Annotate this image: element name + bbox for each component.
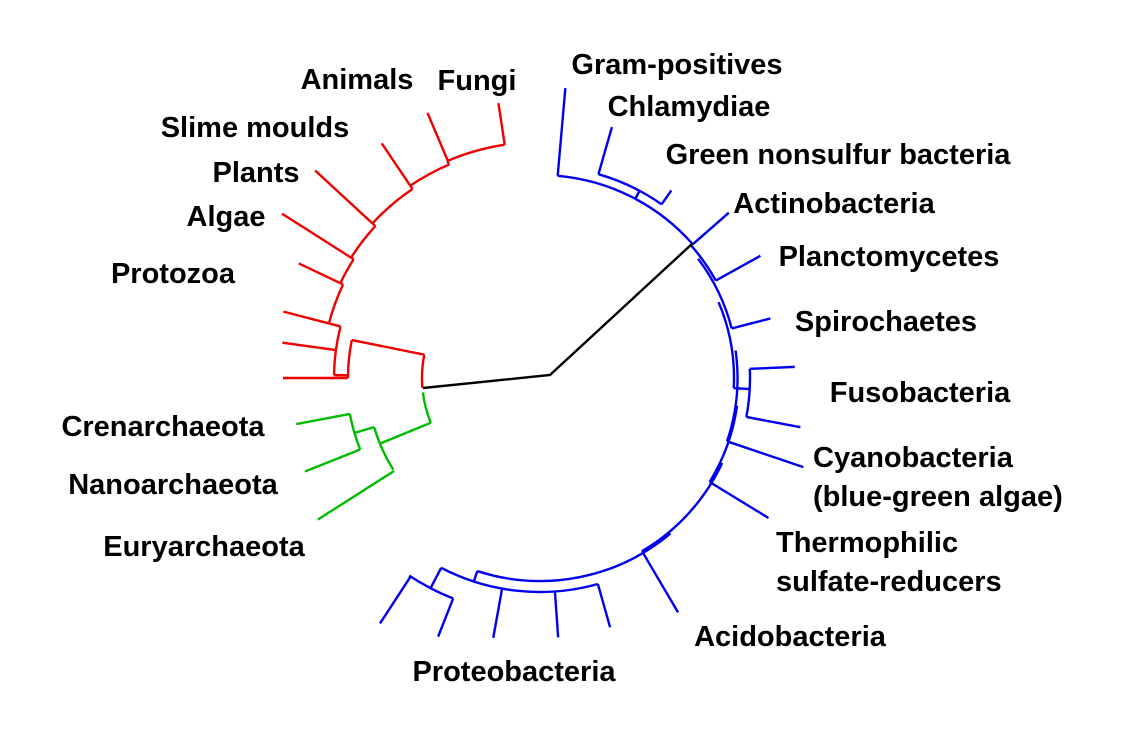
clade-archaea: [296, 392, 432, 521]
branch-line: [350, 256, 355, 261]
clade-arc: [717, 301, 736, 389]
branch-line: [746, 415, 801, 429]
branch-line: [556, 88, 567, 176]
clade-arc: [697, 258, 733, 329]
branch-line: [426, 112, 449, 162]
taxon-label-spirochaetes: Spirochaetes: [795, 306, 977, 338]
branch-line: [339, 282, 344, 286]
branch-line: [472, 570, 479, 582]
taxon-label-sulfate-reducers: sulfate-reducers: [776, 566, 1002, 598]
branch-line: [380, 142, 412, 187]
clade-arc: [421, 392, 432, 424]
taxon-label-animals: Animals: [301, 64, 414, 96]
branch-line: [436, 598, 455, 638]
taxon-label-planctomycetes: Planctomycetes: [779, 241, 1000, 273]
branch-line: [317, 469, 395, 521]
branch-line: [634, 190, 641, 200]
branch-line: [553, 591, 560, 638]
branch-line: [283, 310, 330, 325]
clade-eukaryota: [281, 102, 506, 389]
branch-line: [492, 588, 504, 639]
branch-line: [640, 550, 680, 613]
clade-arc: [557, 174, 694, 245]
branch-line: [282, 341, 337, 352]
branch-line: [726, 440, 804, 469]
clade-arc: [725, 350, 739, 442]
clade-arc: [372, 426, 395, 471]
root-branch: [422, 242, 694, 390]
branch-line: [691, 211, 730, 246]
clade-arc: [420, 354, 426, 389]
branch-line: [328, 322, 341, 328]
branch-line: [731, 317, 771, 330]
clade-arc: [476, 532, 672, 583]
clade-arc: [598, 173, 663, 206]
branch-line: [715, 254, 761, 282]
branch-line: [660, 189, 673, 206]
branch-line: [354, 425, 375, 435]
branch-line: [596, 583, 612, 628]
branch-line: [304, 448, 361, 473]
branch-line: [371, 222, 377, 227]
taxon-label-nanoarchaeota: Nanoarchaeota: [68, 469, 278, 501]
taxon-label-actinobacteria: Actinobacteria: [733, 188, 935, 220]
branch-line: [709, 480, 770, 520]
clade-arc: [446, 143, 505, 163]
taxon-label-plants: Plants: [212, 157, 299, 189]
branch-line: [409, 184, 414, 190]
branch-line: [296, 412, 351, 426]
branch-line: [378, 575, 412, 625]
branch-line: [597, 126, 614, 175]
taxon-label-protozoa: Protozoa: [111, 258, 236, 290]
clade-arc: [708, 405, 739, 483]
taxon-label-algae: Algae: [187, 201, 266, 233]
clade-arc: [745, 368, 752, 418]
branch-line: [749, 365, 795, 371]
taxon-label-blue-green-algae: (blue-green algae): [813, 481, 1063, 513]
taxon-label-proteobacteria: Proteobacteria: [412, 656, 616, 688]
branch-line: [446, 160, 451, 166]
clade-arc: [440, 566, 599, 594]
taxon-label-acidobacteria: Acidobacteria: [694, 621, 887, 653]
taxon-label-euryarchaeota: Euryarchaeota: [103, 531, 305, 563]
taxon-label-gram-positives: Gram-positives: [571, 49, 782, 81]
taxon-label-fusobacteria: Fusobacteria: [830, 377, 1011, 409]
clade-arc: [332, 326, 342, 376]
branch-line: [281, 212, 352, 259]
branch-line: [298, 262, 341, 285]
clade-arc: [348, 413, 362, 450]
branch-line: [733, 386, 750, 391]
taxon-label-chlamydiae: Chlamydiae: [608, 91, 771, 123]
clade-arc: [641, 462, 724, 553]
branch-line: [379, 421, 432, 445]
branch-line: [429, 567, 443, 589]
taxon-label-cyanobacteria: Cyanobacteria: [813, 442, 1014, 474]
taxon-label-slime-moulds: Slime moulds: [161, 112, 350, 144]
taxon-label-crenarchaeota: Crenarchaeota: [61, 411, 265, 443]
taxon-label-green-nonsulfur-bacteria: Green nonsulfur bacteria: [666, 139, 1012, 171]
branch-line: [351, 338, 425, 356]
taxon-label-thermophilic: Thermophilic: [776, 527, 958, 559]
branch-line: [314, 169, 374, 225]
clade-arc: [371, 187, 414, 225]
taxon-label-fungi: Fungi: [438, 65, 517, 97]
branch-line: [497, 102, 506, 145]
